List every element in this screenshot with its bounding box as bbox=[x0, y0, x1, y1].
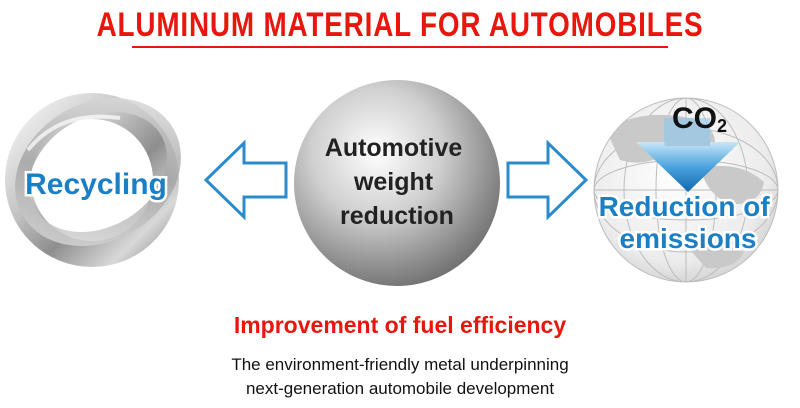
co2-label: CO2 bbox=[672, 102, 727, 136]
co2-main: CO bbox=[672, 102, 717, 135]
title-underline bbox=[132, 46, 668, 48]
center-label-line-1: Automotive bbox=[325, 134, 463, 162]
center-label: Automotive weight reduction bbox=[325, 134, 469, 230]
diagram: Recycling Automotive weight reduction bbox=[5, 80, 779, 286]
recycling-ring-icon bbox=[5, 93, 181, 267]
emissions-label-line-1: Reduction of bbox=[599, 191, 771, 222]
center-label-line-3: reduction bbox=[340, 202, 454, 230]
weight-reduction-sphere-icon bbox=[294, 80, 500, 286]
left-arrow-icon bbox=[203, 139, 288, 221]
emissions-label: Reduction of emissions bbox=[599, 191, 778, 254]
caption-line-2: next-generation automobile development bbox=[245, 379, 555, 398]
fuel-efficiency-subtitle: Improvement of fuel efficiency bbox=[233, 312, 567, 338]
recycling-label: Recycling bbox=[25, 168, 167, 201]
co2-subscript: 2 bbox=[717, 116, 727, 136]
co2-down-arrow-icon bbox=[636, 118, 740, 192]
page-title: ALUMINUM MATERIAL FOR AUTOMOBILES bbox=[96, 6, 704, 44]
caption-line-1: The environment-friendly metal underpinn… bbox=[231, 355, 569, 374]
emissions-label-line-2: emissions bbox=[620, 223, 757, 254]
right-arrow-icon bbox=[506, 139, 589, 221]
center-label-line-2: weight bbox=[353, 168, 434, 196]
